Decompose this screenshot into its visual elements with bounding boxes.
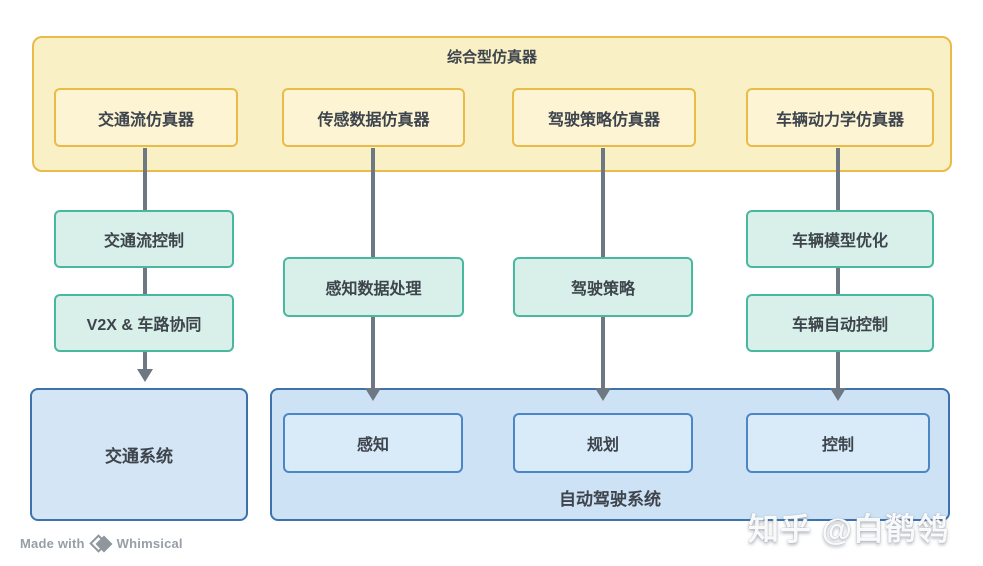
node-vehicle-model-optimization: 车辆模型优化 — [746, 210, 934, 268]
node-perception-data-processing: 感知数据处理 — [283, 257, 464, 317]
node-vehicle-dynamics-simulator: 车辆动力学仿真器 — [746, 88, 934, 147]
zhihu-watermark: 知乎 @白鹡鸰 — [748, 512, 949, 547]
node-control: 控制 — [746, 413, 930, 473]
node-traffic-flow-simulator: 交通流仿真器 — [54, 88, 238, 147]
simulator-group-title: 综合型仿真器 — [446, 49, 537, 66]
whimsical-brand-label: Whimsical — [116, 536, 183, 551]
flow-arrow-control — [830, 148, 846, 401]
node-sensor-data-simulator: 传感数据仿真器 — [282, 88, 465, 147]
made-with-label: Made with — [20, 536, 85, 551]
node-v2x-cooperation: V2X & 车路协同 — [54, 294, 234, 352]
node-driving-policy: 驾驶策略 — [513, 257, 693, 317]
node-vehicle-auto-control: 车辆自动控制 — [746, 294, 934, 352]
node-traffic-flow-control: 交通流控制 — [54, 210, 234, 268]
node-traffic-system: 交通系统 — [30, 388, 248, 521]
node-planning: 规划 — [513, 413, 693, 473]
ad-system-title: 自动驾驶系统 — [559, 490, 661, 509]
node-driving-policy-simulator: 驾驶策略仿真器 — [512, 88, 696, 147]
made-with-whimsical: Made with Whimsical — [20, 534, 183, 553]
whimsical-logo-icon — [88, 534, 113, 553]
node-perception: 感知 — [283, 413, 463, 473]
